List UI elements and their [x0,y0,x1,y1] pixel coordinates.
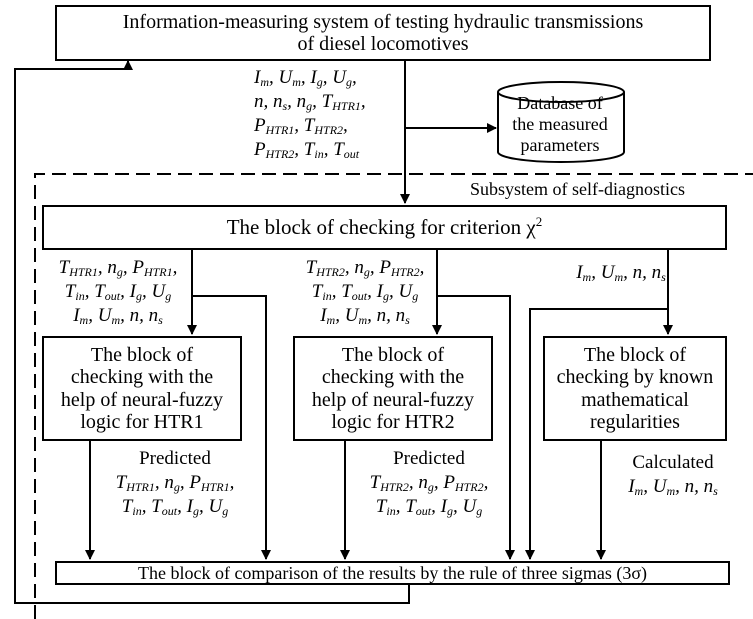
predicted-htr1-title: Predicted [139,448,211,469]
chi-square-check-box: The block of checking for criterion χ2 [42,205,727,250]
htr2-line4: logic for HTR2 [331,410,455,433]
htr1-line2: checking with the [70,366,214,389]
htr2-input-parameters: THTR2, ng, PHTR2, Tin, Tout, Ig, Ug Im, … [305,257,425,327]
arrow-chi-bypass-2 [437,295,515,560]
database-top [497,81,625,103]
arrow-feedback-loop [14,60,410,604]
info-measuring-system-box: Information-measuring system of testing … [55,5,711,61]
predicted-htr1-label: Predicted THTR1, ng, PHTR1, Tin, Tout, I… [115,448,235,518]
chi-square-text: The block of checking for criterion χ [226,215,536,240]
math-line4: regularities [590,410,680,433]
comparison-text: The block of comparison of the results b… [137,562,648,583]
htr2-line1: The block of [341,343,445,366]
subsystem-label: Subsystem of self-diagnostics [470,179,685,199]
database-line1: Database of [517,93,603,113]
subsystem-boundary [34,173,753,619]
database-line3: parameters [520,135,600,155]
math-input-parameters: Im, Um, n, ns [576,262,666,284]
htr2-neural-fuzzy-box: The block of checking with the help of n… [293,336,493,441]
htr1-line1: The block of [90,343,194,366]
chi-square-superscript: 2 [535,214,543,230]
predicted-htr2-label: Predicted THTR2, ng, PHTR2, Tin, Tout, I… [369,448,489,518]
measured-parameters-label: Im, Um, Ig, Ug, n, ns, ng, THTR1, PHTR1,… [254,67,366,161]
calculated-label: Calculated Im, Um, n, ns [628,452,718,498]
database-label: Database of the measured parameters [494,93,626,156]
htr1-input-parameters: THTR1, ng, PHTR1, Tin, Tout, Ig, Ug Im, … [58,257,178,327]
calculated-title: Calculated [632,452,714,473]
database-cylinder [497,92,625,163]
math-line2: checking by known [556,366,714,389]
arrow-chi-bypass-3 [525,308,668,560]
htr2-line3: help of neural-fuzzy [311,388,475,411]
math-regularities-box: The block of checking by known mathemati… [543,336,727,441]
htr1-line4: logic for HTR1 [80,410,204,433]
three-sigma-comparison-box: The block of comparison of the results b… [55,561,730,585]
arrow-chi-bypass-1 [192,295,271,560]
htr1-neural-fuzzy-box: The block of checking with the help of n… [42,336,242,441]
info-system-line2: of diesel locomotives [297,33,469,55]
math-line3: mathematical [581,388,689,411]
htr1-line3: help of neural-fuzzy [60,388,224,411]
database-line2: the measured [512,114,608,134]
htr2-line2: checking with the [321,366,465,389]
info-system-line1: Information-measuring system of testing … [122,10,644,33]
math-line1: The block of [583,343,687,366]
predicted-htr2-title: Predicted [393,448,465,469]
